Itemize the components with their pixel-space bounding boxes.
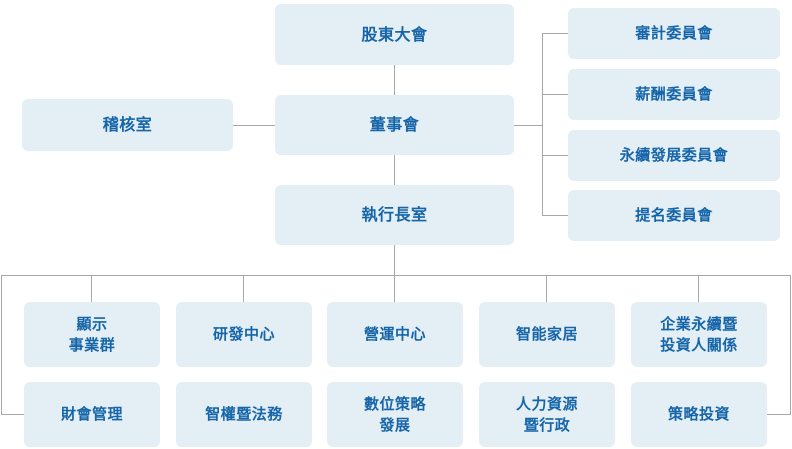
node-committee-audit[interactable]: 審計委員會 <box>568 8 780 59</box>
node-strategic-investment[interactable]: 策略投資 <box>631 382 767 447</box>
node-operations-center[interactable]: 營運中心 <box>327 302 463 367</box>
connector-bus-to-display-business-group <box>91 275 92 302</box>
node-label: 提名委員會 <box>635 206 713 225</box>
node-label: 執行長室 <box>361 205 428 225</box>
connector-bus-to-corporate-sustainability-ir <box>698 275 699 302</box>
connector-board-to-ceo <box>394 155 395 185</box>
node-label: 薪酬委員會 <box>635 85 713 104</box>
node-label: 智權暨法務 <box>205 405 283 424</box>
node-label: 策略投資 <box>667 405 730 424</box>
connector-department-bus <box>1 275 791 276</box>
connector-ceo-to-department-bus <box>394 245 395 276</box>
node-label: 人力資源 暨行政 <box>515 395 578 434</box>
node-shareholders-meeting[interactable]: 股東大會 <box>275 4 514 65</box>
node-finance-accounting[interactable]: 財會管理 <box>24 382 160 447</box>
node-audit-office[interactable]: 稽核室 <box>22 99 233 151</box>
node-label: 企業永續暨 投資人關係 <box>660 315 738 354</box>
node-digital-strategy[interactable]: 數位策略 發展 <box>327 382 463 447</box>
node-label: 審計委員會 <box>635 24 713 43</box>
node-smart-home[interactable]: 智能家居 <box>479 302 615 367</box>
node-ceo-office[interactable]: 執行長室 <box>275 185 514 245</box>
connector-audit-office-to-board <box>233 125 275 126</box>
node-label: 數位策略 發展 <box>363 395 426 434</box>
connector-committee-trunk <box>542 33 543 216</box>
node-label: 股東大會 <box>361 24 428 44</box>
connector-bus-to-rd-center <box>243 275 244 302</box>
node-display-business-group[interactable]: 顯示 事業群 <box>24 302 160 367</box>
connector-bus-left-edge-vertical <box>1 275 2 415</box>
connector-bus-to-operations-center <box>394 275 395 302</box>
connector-right-edge-to-strategic-investment <box>767 414 791 415</box>
node-rd-center[interactable]: 研發中心 <box>176 302 312 367</box>
node-label: 永續發展委員會 <box>619 146 729 165</box>
connector-trunk-to-committee-sustainability <box>542 155 568 156</box>
node-label: 營運中心 <box>363 325 426 344</box>
connector-bus-right-edge-vertical <box>790 275 791 415</box>
node-hr-admin[interactable]: 人力資源 暨行政 <box>479 382 615 447</box>
connector-trunk-to-committee-nomination <box>542 215 568 216</box>
node-committee-sustainability[interactable]: 永續發展委員會 <box>568 130 780 181</box>
node-label: 顯示 事業群 <box>68 315 116 354</box>
node-label: 稽核室 <box>102 115 153 135</box>
node-ip-legal[interactable]: 智權暨法務 <box>176 382 312 447</box>
connector-trunk-to-committee-compensation <box>542 94 568 95</box>
connector-left-edge-to-finance-accounting <box>1 414 24 415</box>
connector-trunk-to-committee-audit <box>542 33 568 34</box>
node-label: 研發中心 <box>212 325 275 344</box>
connector-shareholders-to-board <box>394 65 395 95</box>
node-label: 董事會 <box>369 115 420 135</box>
node-corporate-sustainability-ir[interactable]: 企業永續暨 投資人關係 <box>631 302 767 367</box>
connector-bus-to-smart-home <box>546 275 547 302</box>
node-label: 智能家居 <box>515 325 578 344</box>
node-board-of-directors[interactable]: 董事會 <box>275 95 514 155</box>
node-committee-nomination[interactable]: 提名委員會 <box>568 190 780 241</box>
node-committee-compensation[interactable]: 薪酬委員會 <box>568 69 780 120</box>
node-label: 財會管理 <box>60 405 123 424</box>
connector-board-to-committee-trunk <box>513 125 542 126</box>
